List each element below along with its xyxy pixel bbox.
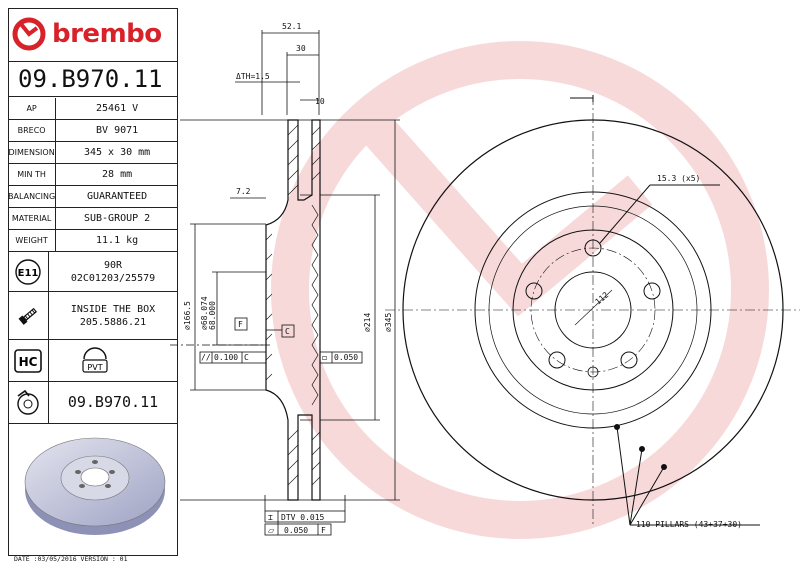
spec-label: MATERIAL — [8, 207, 57, 230]
inside-box-line1: INSIDE THE BOX — [70, 303, 156, 315]
flatness-tolerance: 0.050 — [284, 526, 308, 535]
svg-text:PVT: PVT — [87, 363, 102, 372]
part-number: 09.B970.11 — [8, 61, 178, 97]
dim-30: 30 — [296, 44, 306, 53]
spec-value: SUB-GROUP 2 — [55, 207, 178, 230]
spec-label: AP — [8, 98, 57, 120]
svg-text:HC: HC — [19, 355, 38, 369]
disc-part-number: 09.B970.11 — [67, 393, 159, 411]
badges-cell: HC PVT — [8, 340, 178, 382]
dim-166-5: ⌀166.5 — [183, 301, 192, 330]
spec-value: BV 9071 — [55, 119, 178, 142]
dim-10: 10 — [315, 97, 325, 106]
brembo-logo: brembo — [12, 14, 172, 54]
info-panel — [8, 8, 178, 556]
e11-approval-icon: E11 — [8, 252, 49, 291]
spec-value: 345 x 30 mm — [55, 141, 178, 164]
svg-text://: // — [201, 353, 211, 362]
spec-value: 28 mm — [55, 163, 178, 186]
svg-text:◻: ◻ — [322, 353, 327, 362]
spec-value: 11.1 kg — [55, 229, 178, 252]
brand-name: brembo — [52, 19, 162, 49]
datum-c: C — [285, 327, 290, 336]
dim-345: ⌀345 — [384, 313, 393, 332]
hc-badge-icon: HC — [8, 340, 49, 381]
dim-68-000: 68.000 — [208, 301, 217, 330]
spec-label: BALANCING — [8, 185, 57, 208]
dim-52-1: 52.1 — [282, 22, 301, 31]
spec-label: MIN TH — [8, 163, 57, 186]
approval-line2: 02C01203/25579 — [70, 272, 156, 284]
screw-icon — [8, 292, 49, 339]
svg-text:E11: E11 — [18, 268, 39, 279]
disc-pad-icon — [8, 382, 49, 423]
dim-214: ⌀214 — [363, 313, 372, 332]
disc-number-cell: 09.B970.11 — [8, 382, 178, 424]
dtv-tolerance: DTV 0.015 — [281, 513, 325, 522]
pillars-label: 110 PILLARS (43+37+30) — [636, 520, 742, 529]
inside-box-cell: INSIDE THE BOX 205.5886.21 — [8, 292, 178, 340]
tolerance-left: 0.100 — [214, 353, 238, 362]
tolerance-right: 0.050 — [334, 353, 358, 362]
brembo-logo-icon — [12, 17, 46, 51]
dim-68-074: ⌀68.074 — [200, 296, 209, 330]
inside-box-line2: 205.5886.21 — [79, 316, 147, 328]
spec-value: GUARANTEED — [55, 185, 178, 208]
flatness-ref: F — [321, 526, 326, 535]
date-version: DATE :03/05/2016 VERSION : 01 — [14, 555, 128, 563]
spec-value: 25461 V — [55, 98, 178, 120]
tolerance-left-ref: C — [244, 353, 249, 362]
datum-f: F — [238, 320, 243, 329]
dim-th: ΔTH=1.5 — [236, 72, 270, 81]
spec-label: DIMENSION — [8, 141, 57, 164]
spec-label: WEIGHT — [8, 229, 57, 252]
disc-3d-render — [24, 437, 166, 535]
pvt-badge-icon: PVT — [80, 346, 110, 380]
hole-count-label: 15.3 (x5) — [657, 174, 700, 183]
dim-7-2: 7.2 — [236, 187, 251, 196]
approval-cell: E11 90R 02C01203/25579 — [8, 252, 178, 292]
svg-text:⏥: ⏥ — [268, 526, 275, 535]
svg-text:⌶: ⌶ — [268, 513, 273, 522]
approval-line1: 90R — [103, 259, 123, 271]
pcd-label: 112 — [594, 290, 611, 306]
spec-label: BRECO — [8, 119, 57, 142]
